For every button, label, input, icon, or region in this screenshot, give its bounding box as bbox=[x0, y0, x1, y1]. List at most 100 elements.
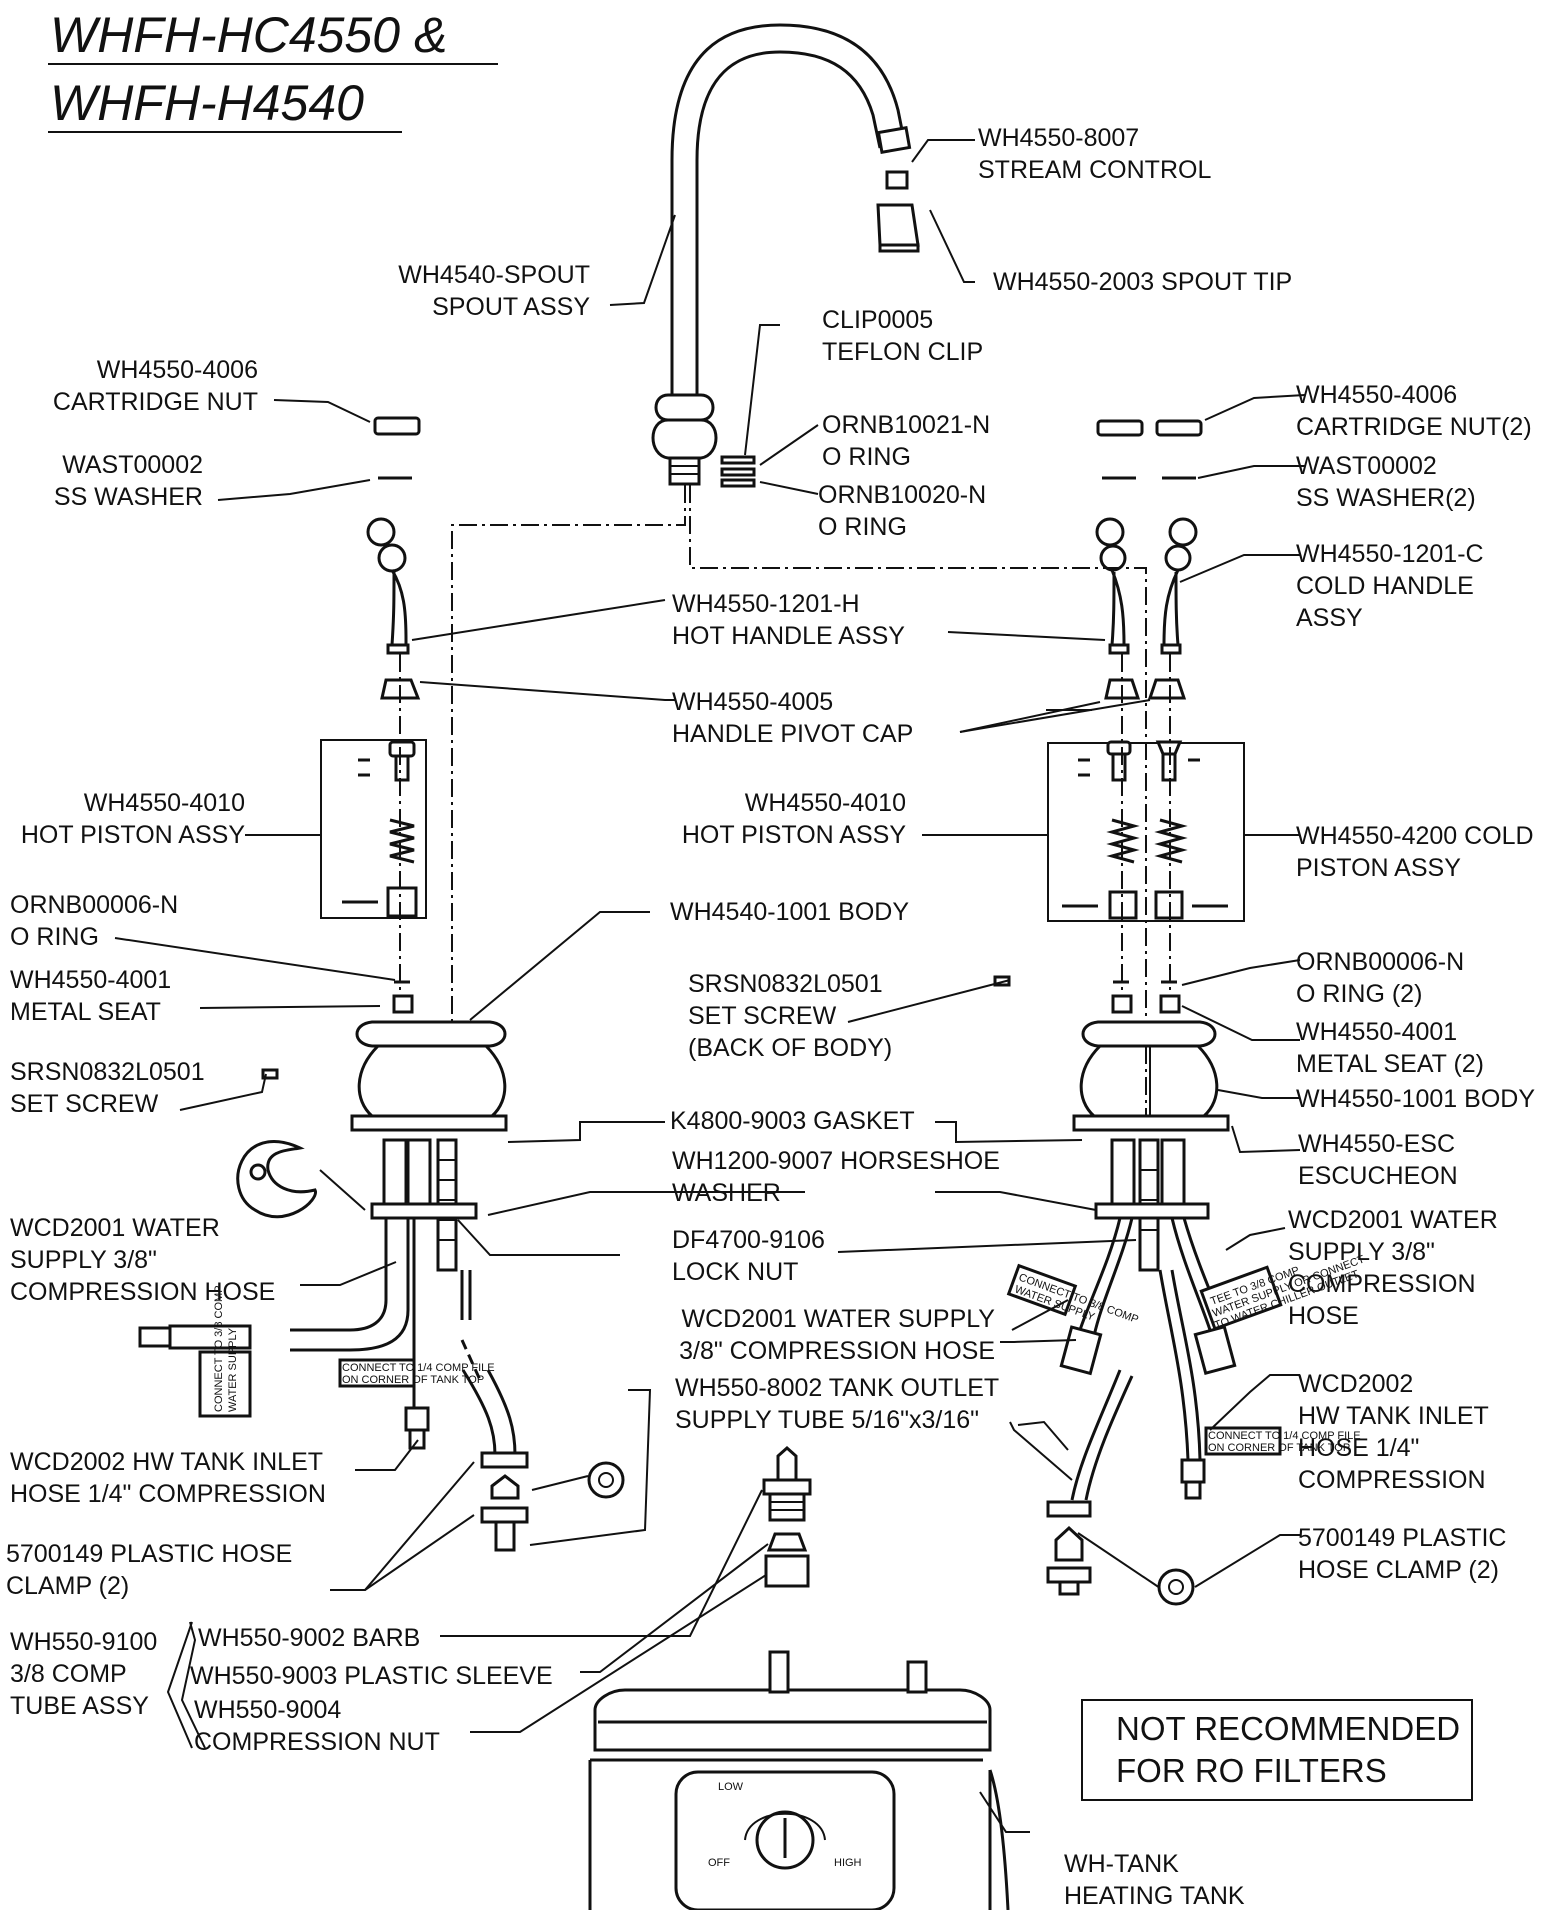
label-line: SRSN0832L0501 bbox=[688, 970, 883, 998]
left-tag-38-text-a: CONNECT TO 3/8 COMP bbox=[213, 1285, 225, 1412]
right-outlet-tube bbox=[1070, 1369, 1134, 1501]
right-cartridge-nut-b bbox=[1155, 419, 1203, 437]
label-line: WH550-9004 bbox=[194, 1696, 341, 1724]
label-line: ORNB00006-N bbox=[1296, 948, 1464, 976]
label-line: 3/8 COMP bbox=[10, 1660, 127, 1688]
title-line-2: WHFH-H4540 bbox=[50, 75, 364, 131]
label-line: WH4550-4005 bbox=[672, 688, 833, 716]
label-line: K4800-9003 GASKET bbox=[670, 1107, 915, 1135]
right-hose-clamp-ring bbox=[1157, 1568, 1195, 1606]
label-barb: WH550-9002 BARB bbox=[198, 1624, 420, 1652]
label-line: CARTRIDGE NUT(2) bbox=[1296, 413, 1532, 441]
label-body-4540: WH4540-1001 BODY bbox=[670, 898, 909, 926]
label-line: SUPPLY 3/8" bbox=[1288, 1238, 1435, 1266]
label-line: 3/8" COMPRESSION HOSE bbox=[679, 1337, 995, 1365]
label-line: ESCUCHEON bbox=[1298, 1162, 1458, 1190]
left-handle-knob bbox=[366, 517, 396, 547]
compression-tube-parts bbox=[762, 1445, 812, 1588]
dial-label-low: LOW bbox=[718, 1781, 744, 1793]
right-tag-tee bbox=[1199, 1265, 1283, 1331]
right-cold-handle-knob bbox=[1168, 517, 1198, 547]
label-line: WH4550-1001 BODY bbox=[1296, 1085, 1535, 1113]
left-body-top bbox=[355, 1020, 507, 1048]
leader-lines bbox=[114, 139, 1306, 1833]
warning-note-line-2: FOR RO FILTERS bbox=[1116, 1752, 1387, 1789]
heating-tank: LOW OFF HIGH bbox=[588, 1650, 1010, 1910]
label-line: O RING bbox=[10, 923, 99, 951]
label-line: PISTON ASSY bbox=[1296, 854, 1461, 882]
label-line: WH4550-2003 SPOUT TIP bbox=[993, 268, 1292, 296]
label-escucheon: WH4550-ESC ESCUCHEON bbox=[1298, 1130, 1458, 1190]
left-hose-clamp-ring bbox=[587, 1461, 625, 1499]
label-line: WH-TANK bbox=[1064, 1850, 1179, 1878]
label-line: COMPRESSION bbox=[1288, 1270, 1476, 1298]
right-tag-38 bbox=[1006, 1263, 1078, 1317]
label-line: HOT PISTON ASSY bbox=[682, 821, 906, 849]
label-line: CLIP0005 bbox=[822, 306, 933, 334]
label-line: COMPRESSION bbox=[1298, 1466, 1486, 1494]
label-line: COMPRESSION HOSE bbox=[10, 1278, 275, 1306]
spout-tip-threads bbox=[876, 125, 912, 155]
left-piston-spring bbox=[389, 818, 415, 864]
right-water-supply-hose-a bbox=[1078, 1217, 1122, 1331]
left-tag-38 bbox=[198, 1350, 252, 1418]
oring-part-b bbox=[720, 478, 756, 488]
left-tag-14-text-a: CONNECT TO 1/4 COMP FILE bbox=[342, 1362, 495, 1374]
compression-nut-part bbox=[764, 1554, 810, 1588]
right-hose-clamp-part-a bbox=[1046, 1500, 1092, 1518]
label-line: ORNB10021-N bbox=[822, 411, 990, 439]
label-line: WCD2001 WATER bbox=[10, 1214, 220, 1242]
label-line: SET SCREW bbox=[688, 1002, 837, 1030]
label-line: O RING bbox=[818, 513, 907, 541]
label-line: HOSE 1/4" bbox=[1298, 1434, 1419, 1462]
warning-note-line-1: NOT RECOMMENDED bbox=[1116, 1710, 1460, 1747]
label-line: CLAMP (2) bbox=[6, 1572, 129, 1600]
label-hose-clamp-left: 5700149 PLASTIC HOSE CLAMP (2) bbox=[6, 1540, 292, 1600]
label-gasket: K4800-9003 GASKET bbox=[670, 1107, 915, 1135]
label-line: 5700149 PLASTIC HOSE bbox=[6, 1540, 292, 1568]
left-metal-seat bbox=[392, 994, 414, 1014]
right-water-supply-hose-b bbox=[1170, 1217, 1212, 1331]
label-line: SPOUT ASSY bbox=[432, 293, 590, 321]
left-cartridge-nut bbox=[373, 416, 421, 436]
label-line: WCD2001 WATER SUPPLY bbox=[681, 1305, 995, 1333]
label-line: SRSN0832L0501 bbox=[10, 1058, 205, 1086]
label-line: WH550-8002 TANK OUTLET bbox=[675, 1374, 999, 1402]
label-oring-right: ORNB00006-N O RING (2) bbox=[1296, 948, 1464, 1008]
label-line: TEFLON CLIP bbox=[822, 338, 983, 366]
right-escutcheon bbox=[1072, 1114, 1230, 1132]
oring-part-a bbox=[720, 467, 756, 477]
label-line: LOCK NUT bbox=[672, 1258, 798, 1286]
label-line: O RING (2) bbox=[1296, 980, 1422, 1008]
tank-outlet-port bbox=[906, 1660, 928, 1694]
label-line: METAL SEAT bbox=[10, 998, 161, 1026]
label-line: WH4550-8007 bbox=[978, 124, 1139, 152]
label-line: WH550-9100 bbox=[10, 1628, 157, 1656]
label-line: WH4550-4006 bbox=[1296, 381, 1457, 409]
left-horseshoe-washer bbox=[370, 1202, 478, 1220]
right-piston-box bbox=[1047, 742, 1245, 922]
left-piston-valve bbox=[386, 886, 418, 918]
label-line: WH4550-4001 bbox=[1296, 1018, 1457, 1046]
label-line: WH4550-ESC bbox=[1298, 1130, 1455, 1158]
